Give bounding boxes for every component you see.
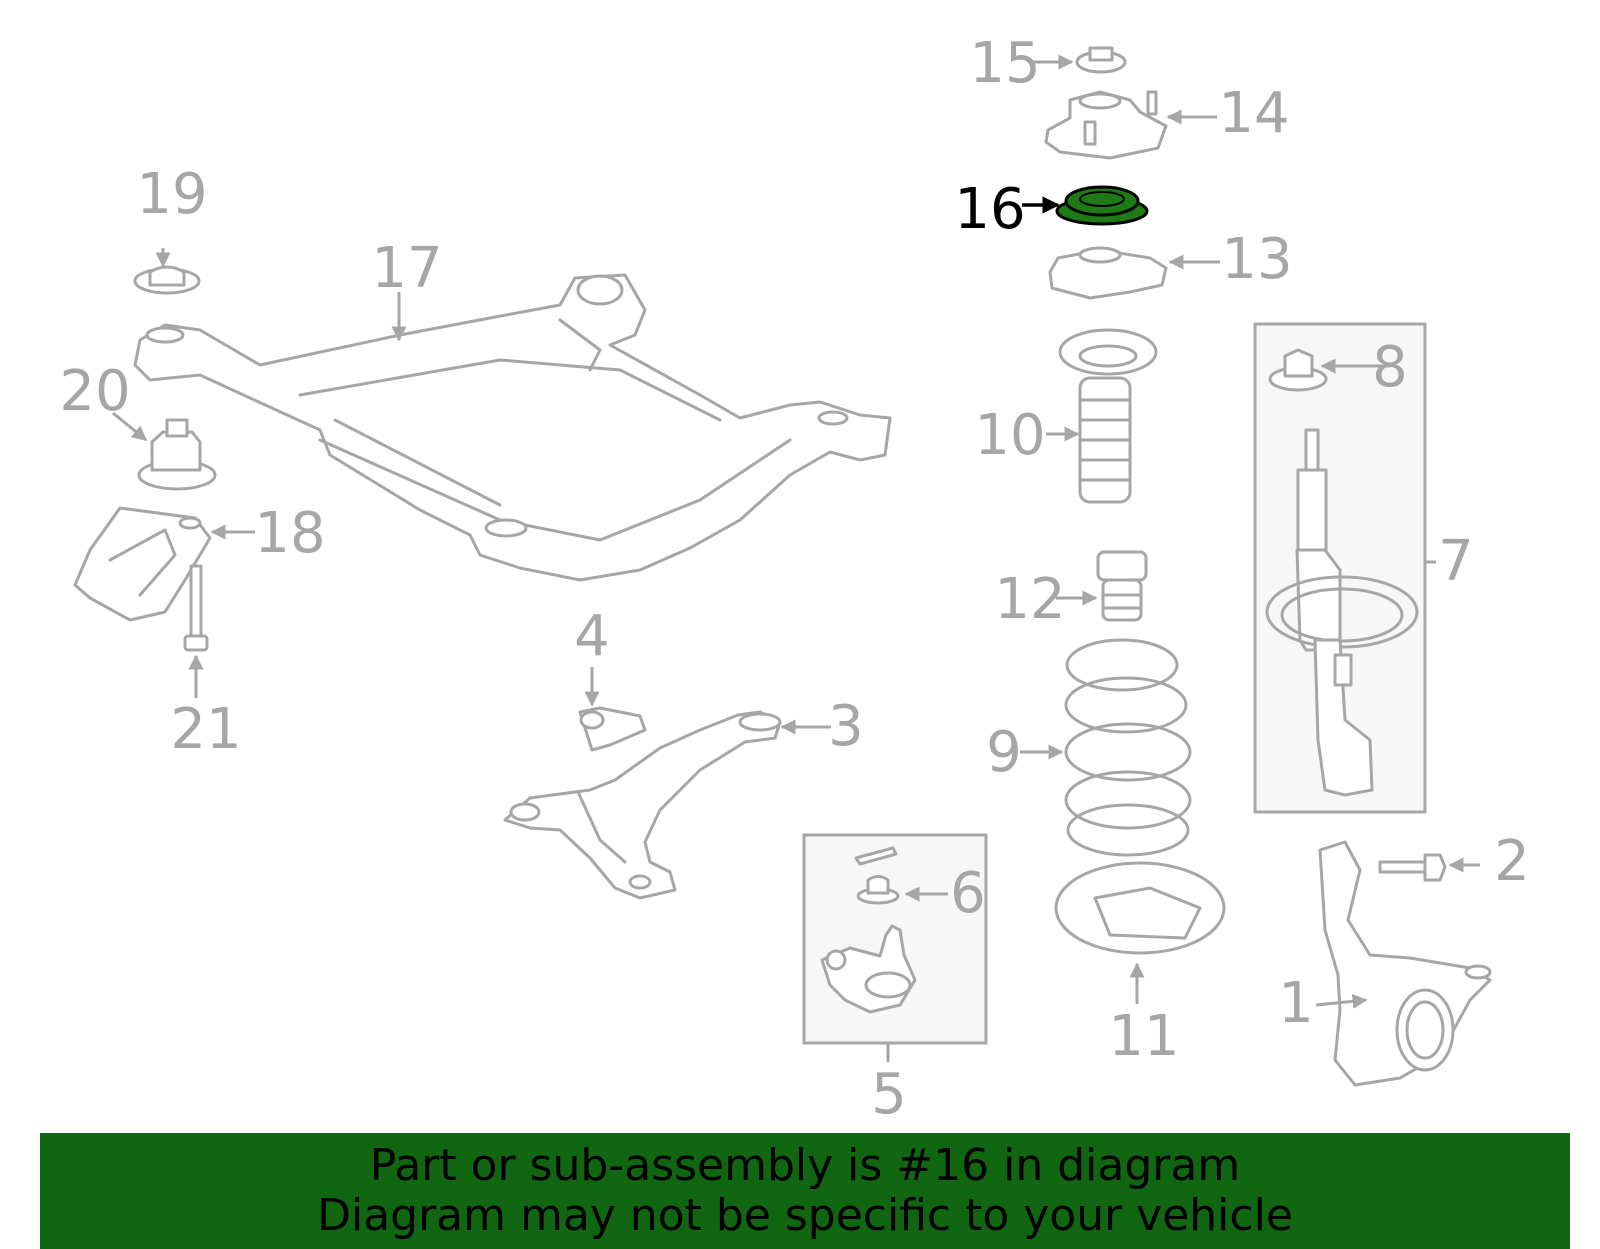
- part-4-bushing[interactable]: [578, 706, 647, 752]
- part-13-spring-seat[interactable]: [1048, 246, 1168, 300]
- callout-19: 19: [136, 162, 207, 227]
- callout-4: 4: [574, 604, 610, 669]
- part-15-nut[interactable]: [1075, 46, 1127, 74]
- part-11-lower-insulator[interactable]: [1054, 861, 1226, 955]
- part-18-bracket[interactable]: [73, 506, 212, 622]
- callout-12: 12: [994, 567, 1065, 632]
- part-5-ball-joint[interactable]: [820, 924, 917, 1014]
- callout-2: 2: [1494, 829, 1530, 894]
- part-6-boot[interactable]: [854, 846, 900, 905]
- callout-10: 10: [974, 403, 1045, 468]
- callout-18: 18: [254, 501, 325, 566]
- part-1-knuckle[interactable]: [1318, 840, 1492, 1087]
- part-12-bump-stop[interactable]: [1096, 550, 1148, 622]
- part-20-bushing[interactable]: [137, 418, 217, 491]
- callout-16: 16: [954, 177, 1025, 242]
- callout-7: 7: [1438, 529, 1474, 594]
- callout-6: 6: [950, 861, 986, 926]
- callout-17: 17: [371, 236, 442, 301]
- callout-13: 13: [1221, 227, 1292, 292]
- callout-9: 9: [986, 720, 1022, 785]
- part-9-coil-spring[interactable]: [1064, 638, 1192, 857]
- callout-20: 20: [59, 359, 130, 424]
- callout-21: 21: [170, 697, 241, 762]
- callout-11: 11: [1108, 1004, 1179, 1069]
- callout-14: 14: [1218, 81, 1289, 146]
- part-2-bolt[interactable]: [1378, 853, 1447, 882]
- callout-5: 5: [871, 1062, 907, 1127]
- banner-line-2: Diagram may not be specific to your vehi…: [317, 1190, 1293, 1241]
- callout-8: 8: [1372, 335, 1408, 400]
- part-10-dust-boot[interactable]: [1058, 328, 1158, 504]
- part-7-strut[interactable]: [1265, 428, 1419, 797]
- callout-15: 15: [969, 31, 1040, 96]
- banner-line-1: Part or sub-assembly is #16 in diagram: [369, 1140, 1241, 1191]
- part-21-bolt[interactable]: [183, 564, 209, 652]
- part-14-strut-mount[interactable]: [1044, 90, 1168, 160]
- part-19-mount[interactable]: [133, 265, 201, 295]
- info-banner: Part or sub-assembly is #16 in diagram D…: [40, 1133, 1570, 1249]
- part-16-bearing[interactable]: [1055, 185, 1149, 226]
- callout-3: 3: [828, 694, 864, 759]
- leader-arrows: [112, 54, 1480, 1062]
- part-17-subframe[interactable]: [133, 273, 892, 582]
- part-3-control-arm[interactable]: [503, 710, 782, 900]
- part-8-nut[interactable]: [1268, 348, 1328, 392]
- callout-1: 1: [1278, 971, 1314, 1036]
